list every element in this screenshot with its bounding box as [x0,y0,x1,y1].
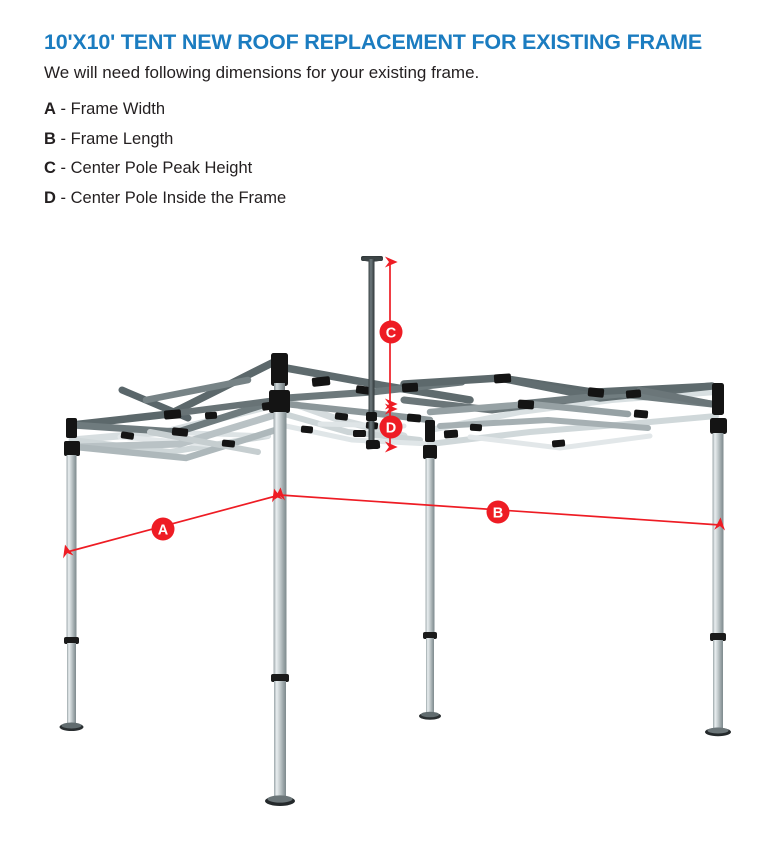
marker-b: B [486,500,510,524]
marker-c: C [379,320,403,344]
corner-pole-left [59,418,84,731]
marker-d-label: D [386,421,396,437]
legend-separator-b: - [60,129,67,148]
marker-a-label: A [158,523,169,539]
legend-label-d: Center Pole Inside the Frame [70,188,287,207]
legend-key-d: D [44,188,56,207]
marker-d: D [379,415,403,439]
center-peak-pole [361,256,383,449]
legend-item-a: A - Frame Width [44,101,744,118]
legend-item-c: C - Center Pole Peak Height [44,160,744,177]
legend-label-b: Frame Length [70,129,174,148]
legend-key-b: B [44,129,56,148]
marker-a: A [151,517,175,541]
intro-text-block: 10'X10' TENT NEW ROOF REPLACEMENT FOR EX… [44,30,744,219]
frame-connector-joints [120,373,649,450]
legend-label-a: Frame Width [70,100,166,119]
frame-front-trusses [68,359,716,462]
corner-pole-front [265,353,295,806]
page-subtitle: We will need following dimensions for yo… [44,62,480,82]
frame-back-trusses [68,389,719,456]
page-title: 10'X10' TENT NEW ROOF REPLACEMENT FOR EX… [44,30,703,54]
dimension-lines [63,256,726,559]
dimension-line-a [63,488,283,559]
legend-separator-a: - [60,100,67,119]
legend-label-c: Center Pole Peak Height [70,159,253,178]
legend-separator-d: - [60,188,67,207]
legend-item-d: D - Center Pole Inside the Frame [44,188,744,207]
dimension-line-b [274,487,726,531]
dimension-markers: A B C D [151,320,510,541]
corner-pole-right [705,383,731,737]
marker-c-label: C [386,326,397,342]
dimension-legend-list: A - Frame Width B - Frame Length C - Cen… [44,101,744,206]
legend-separator-c: - [60,159,67,178]
legend-key-c: C [44,159,56,178]
corner-pole-back-center [419,420,441,720]
legend-key-a: A [44,100,56,119]
legend-item-b: B - Frame Length [44,129,744,148]
marker-b-label: B [493,506,503,522]
